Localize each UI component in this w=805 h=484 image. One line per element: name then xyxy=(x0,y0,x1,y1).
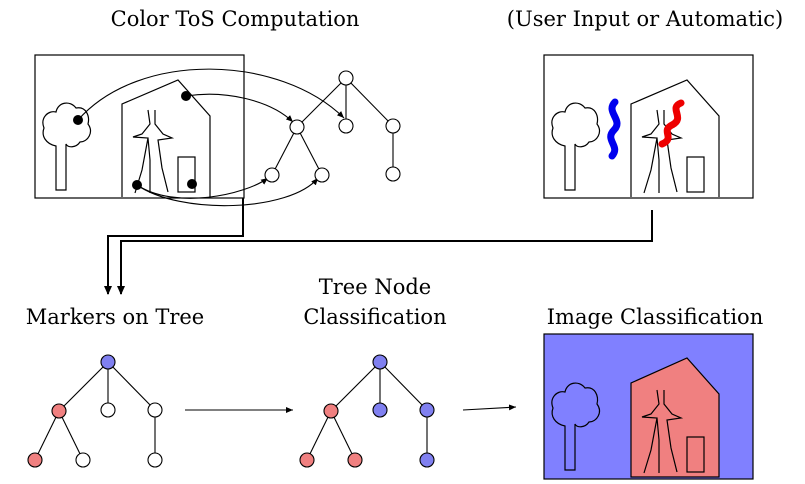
sample-point xyxy=(181,91,191,101)
tos-mapping-arrows xyxy=(77,68,345,207)
classified-image-panel xyxy=(543,333,754,480)
tree-node-blue xyxy=(419,402,435,418)
tree-node xyxy=(338,118,354,134)
arrow-to-image-classification xyxy=(462,404,517,411)
person-drawing xyxy=(641,389,684,474)
title-user-input: (User Input or Automatic) xyxy=(506,7,784,31)
tree-node xyxy=(289,119,305,135)
tree-node-blue xyxy=(100,354,116,370)
sample-point xyxy=(187,179,197,189)
user-input-panel xyxy=(543,54,754,199)
classified-tree xyxy=(299,354,435,468)
tos-tree xyxy=(264,70,401,183)
tree-node xyxy=(338,70,354,86)
tree-node xyxy=(314,167,330,183)
red-scribble xyxy=(658,99,685,148)
markers-tree xyxy=(27,354,163,468)
blue-scribble xyxy=(607,98,621,160)
tree-node xyxy=(100,402,116,418)
title-markers-on-tree: Markers on Tree xyxy=(25,305,205,329)
tree-node xyxy=(147,452,163,468)
source-image-panel xyxy=(34,54,245,199)
house-drawing xyxy=(630,79,720,197)
sample-point xyxy=(132,180,142,190)
title-classification: Classification xyxy=(303,305,447,329)
image-sample-points xyxy=(73,91,197,190)
tree-node-red xyxy=(299,452,315,468)
tree-node-red xyxy=(51,403,67,419)
source-image-frame xyxy=(34,54,245,199)
tree-node xyxy=(385,118,401,134)
title-image-classification: Image Classification xyxy=(546,305,764,329)
input-image-frame xyxy=(543,54,754,199)
tree-node-red xyxy=(347,452,363,468)
merge-arrows xyxy=(104,198,653,295)
tree-drawing xyxy=(42,102,92,191)
house-drawing xyxy=(121,79,211,197)
tree-node xyxy=(385,166,401,182)
tree-node-blue xyxy=(372,354,388,370)
title-tos-computation: Color ToS Computation xyxy=(110,7,360,31)
tree-node-blue xyxy=(372,402,388,418)
tree-node xyxy=(75,452,91,468)
classified-house xyxy=(630,357,720,478)
tree-drawing xyxy=(551,382,601,471)
tree-drawing xyxy=(551,102,601,191)
sample-point xyxy=(73,115,83,125)
tree-node xyxy=(147,402,163,418)
tree-node-blue xyxy=(419,452,435,468)
tree-node xyxy=(264,167,280,183)
tree-node-red xyxy=(323,403,339,419)
tree-node-red xyxy=(27,452,43,468)
title-tree-node: Tree Node xyxy=(318,275,432,299)
